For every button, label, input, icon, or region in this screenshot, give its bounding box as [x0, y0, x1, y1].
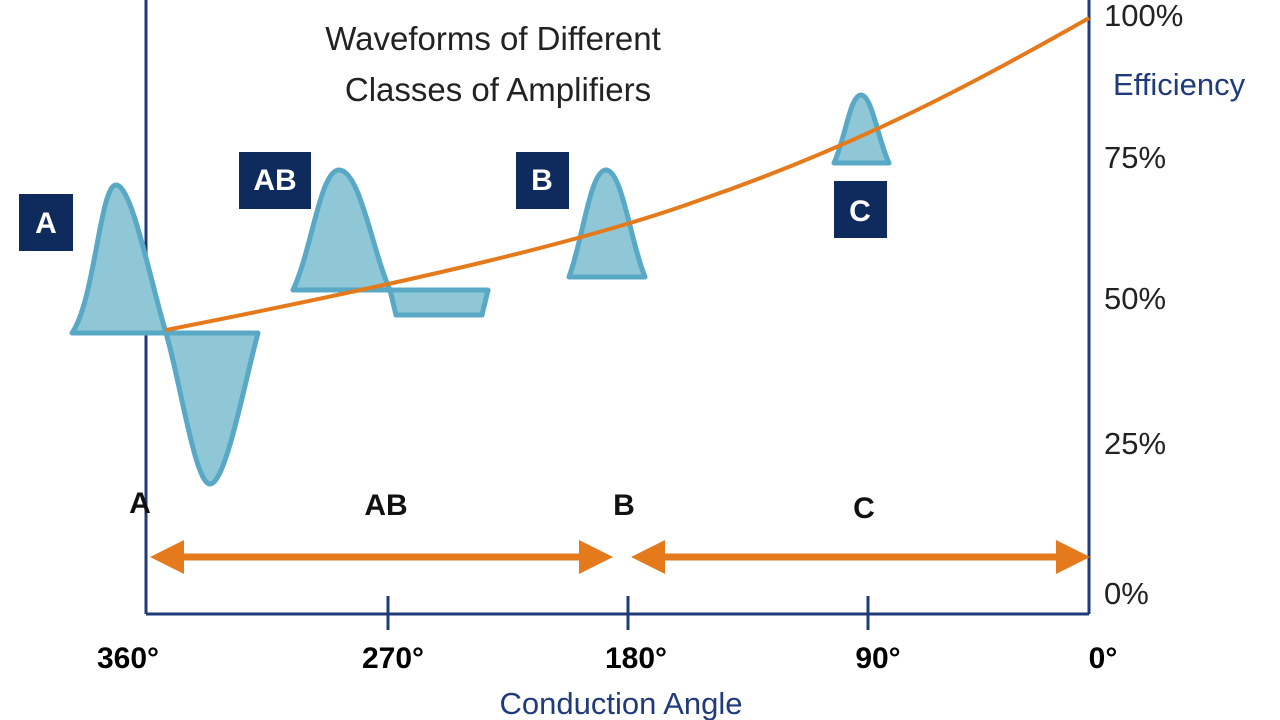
class-b-waveform [566, 167, 648, 280]
y-tick-50: 50% [1104, 281, 1166, 316]
class-ab-badge: AB [239, 152, 311, 209]
x-tick-180: 180° [605, 642, 667, 675]
class-a-badge: A [19, 194, 73, 251]
class-b-badge: B [516, 152, 569, 209]
x-tick-90: 90° [855, 642, 900, 675]
y-tick-100: 100% [1104, 0, 1183, 33]
class-ab-badge-label: AB [253, 164, 296, 197]
diagram-title-line2: Classes of Amplifiers [345, 71, 651, 108]
class-a-waveform [69, 182, 169, 336]
class-a-badge-label: A [35, 207, 57, 240]
y-tick-0: 0% [1104, 576, 1149, 611]
class-ab-waveform-negative [387, 287, 491, 318]
efficiency-curve [165, 16, 1090, 332]
region-label-b: B [613, 489, 635, 522]
class-c-badge: C [834, 181, 887, 238]
class-a-waveform-negative [163, 330, 261, 487]
region-label-a: A [129, 487, 151, 520]
x-tick-360: 360° [97, 642, 159, 675]
x-tick-270: 270° [362, 642, 424, 675]
class-c-badge-label: C [849, 195, 871, 228]
class-c-waveform [831, 92, 892, 166]
class-ab-waveform [290, 167, 393, 293]
diagram-title-line1: Waveforms of Different [325, 20, 661, 57]
y-tick-75: 75% [1104, 140, 1166, 175]
class-ab-range-arrow [150, 540, 613, 574]
x-axis-title: Conduction Angle [499, 686, 742, 720]
class-b-badge-label: B [531, 164, 553, 197]
region-label-c: C [853, 492, 875, 525]
y-tick-25: 25% [1104, 426, 1166, 461]
y-axis-title: Efficiency [1113, 67, 1246, 102]
class-c-range-arrow [631, 540, 1090, 574]
x-tick-0: 0° [1089, 642, 1118, 675]
region-label-ab: AB [364, 489, 407, 522]
